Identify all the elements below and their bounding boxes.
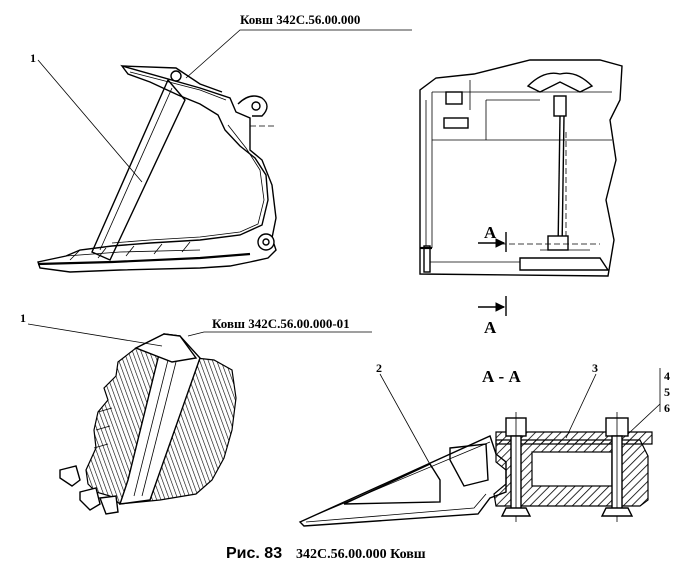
section-marker-top: A: [484, 223, 497, 242]
section-marker-bottom: A: [484, 318, 497, 337]
figure-caption: 342С.56.00.000 Ковш: [296, 547, 426, 562]
part-3-label: 3: [592, 361, 598, 375]
bucket-a-label: Ковш 342С.56.00.000: [240, 12, 360, 27]
part-2-label: 2: [376, 361, 382, 375]
section-aa-title: А - А: [482, 367, 521, 386]
section-aa-view: [298, 368, 661, 527]
bucket-b-label: Ковш 342С.56.00.000-01: [212, 316, 350, 331]
part-4-label: 4: [664, 369, 670, 383]
part-5-label: 5: [664, 385, 670, 399]
bucket-front-view: [419, 59, 623, 316]
part-1-label-top: 1: [30, 51, 36, 65]
bucket-side-view: [37, 29, 412, 273]
figure-number: Рис. 83: [226, 545, 282, 562]
bucket-variant-view: [27, 323, 372, 515]
part-6-label: 6: [664, 401, 670, 415]
part-1-label-bottom: 1: [20, 311, 26, 325]
